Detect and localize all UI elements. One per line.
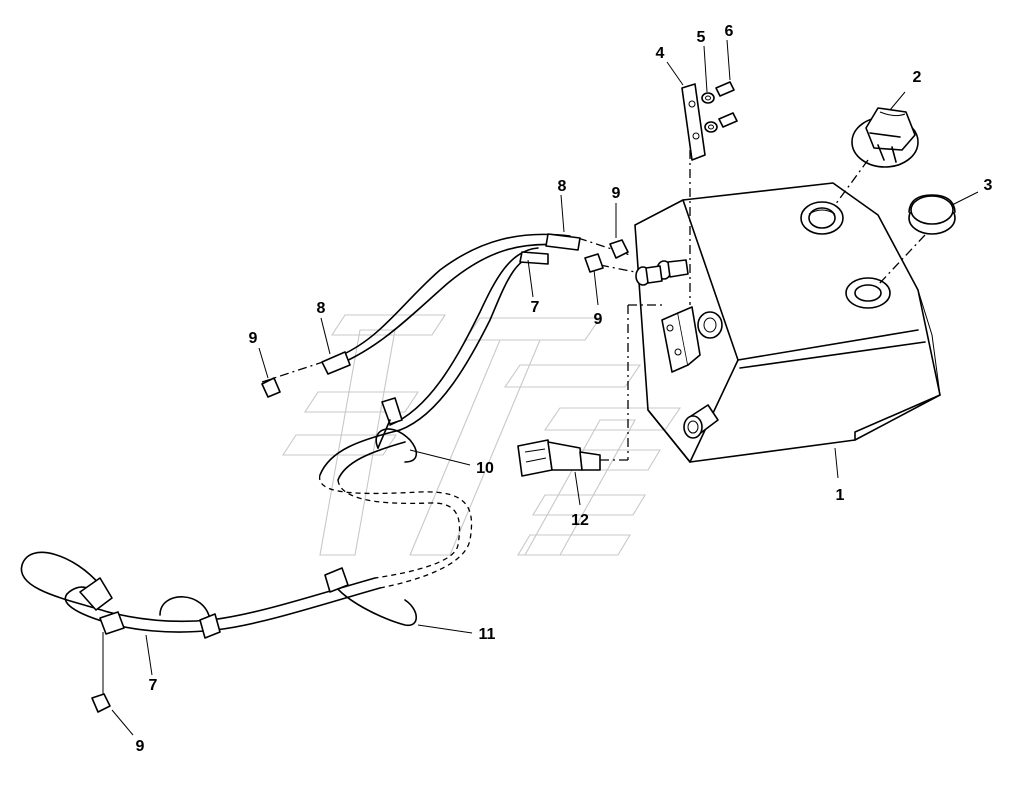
callout-1: 1: [836, 487, 845, 504]
callout-9-bottom: 9: [136, 738, 145, 755]
callout-7-upper: 7: [531, 299, 540, 316]
nuts: [701, 92, 718, 133]
filler-neck: [800, 201, 844, 235]
callout-3: 3: [984, 177, 993, 194]
side-fitting: [683, 404, 719, 439]
hose-lower: [20, 429, 473, 695]
callout-9-mid: 9: [594, 311, 603, 328]
sensor: [517, 439, 601, 477]
secondary-port: [845, 277, 891, 309]
callout-10: 10: [476, 460, 494, 477]
tank-side-fitting: [697, 311, 723, 339]
callout-6: 6: [725, 23, 734, 40]
hose-upper: [321, 233, 581, 431]
watermark-logo: [281, 314, 682, 556]
plug: [908, 194, 956, 235]
callout-2: 2: [913, 69, 922, 86]
leader-lines: [111, 39, 979, 736]
callout-4: 4: [656, 45, 665, 62]
hose-clamps: [91, 239, 629, 713]
filler-cap: [851, 107, 919, 168]
callout-5: 5: [697, 29, 706, 46]
bracket-upper: [681, 83, 706, 161]
fittings-hardware: [635, 259, 689, 286]
callout-7-lower: 7: [149, 677, 158, 694]
assembly-lines: [261, 150, 926, 461]
callout-labels: 1 2 3 4 5 6 7 7 8 8 9 9 9 9 10 11 12: [136, 23, 993, 755]
callout-8-left: 8: [317, 300, 326, 317]
callout-11: 11: [479, 626, 496, 643]
bolts: [715, 81, 738, 128]
bracket-lower: [661, 306, 701, 373]
callout-12: 12: [571, 512, 589, 529]
callout-8-upper: 8: [558, 178, 567, 195]
callout-9-left: 9: [249, 330, 258, 347]
tank-body: [634, 182, 941, 463]
callout-9-top: 9: [612, 185, 621, 202]
clamp-10: [375, 397, 418, 463]
